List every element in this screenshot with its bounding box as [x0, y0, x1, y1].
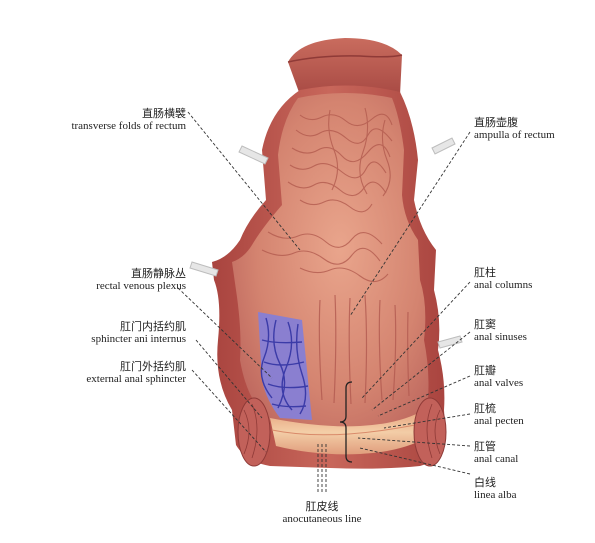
- label-zh: 肛梳: [474, 402, 496, 415]
- label-anal-valves: 肛瓣 anal valves: [474, 364, 523, 390]
- rectum-top-opening: [287, 38, 403, 95]
- external-sphincter-rings: [237, 397, 447, 467]
- rectal-venous-plexus: [258, 312, 312, 420]
- label-en: anal columns: [474, 279, 533, 291]
- label-zh: 肛门内括约肌: [120, 320, 186, 333]
- label-en: anal sinuses: [474, 331, 527, 343]
- label-linea-alba: 白线 linea alba: [474, 476, 516, 502]
- label-en: anal valves: [474, 377, 524, 389]
- label-external-sphincter: 肛门外括约肌 external anal sphincter: [40, 360, 186, 386]
- label-sphincter-internus: 肛门内括约肌 sphincter ani internus: [40, 320, 186, 346]
- label-en: external anal sphincter: [86, 373, 186, 385]
- label-anal-pecten: 肛梳 anal pecten: [474, 402, 524, 428]
- label-zh: 肛柱: [474, 266, 496, 279]
- dissection-pins: [189, 137, 463, 349]
- label-zh: 肛皮线: [305, 500, 339, 513]
- leader-lines: [177, 111, 471, 494]
- label-zh: 肛门外括约肌: [120, 360, 186, 373]
- label-en: anal pecten: [474, 415, 524, 427]
- label-en: rectal venous plexus: [96, 280, 186, 292]
- label-en: ampulla of rectum: [474, 129, 555, 141]
- label-zh: 肛瓣: [474, 364, 496, 377]
- label-transverse-folds: 直肠横襞 transverse folds of rectum: [40, 107, 186, 133]
- label-zh: 直肠壶腹: [474, 116, 518, 129]
- anal-canal-bracket: [339, 381, 353, 463]
- label-venous-plexus: 直肠静脉丛 rectal venous plexus: [40, 267, 186, 293]
- label-en: sphincter ani internus: [91, 333, 186, 345]
- label-anocutaneous-line: 肛皮线 anocutaneous line: [262, 500, 382, 526]
- label-en: anocutaneous line: [282, 513, 362, 525]
- label-ampulla: 直肠壶腹 ampulla of rectum: [474, 116, 555, 142]
- label-zh: 白线: [474, 476, 496, 489]
- label-zh: 直肠横襞: [142, 107, 186, 120]
- label-zh: 肛管: [474, 440, 496, 453]
- rectum-mucosa: [232, 93, 429, 455]
- label-anal-sinuses: 肛窦 anal sinuses: [474, 318, 527, 344]
- label-anal-canal: 肛管 anal canal: [474, 440, 518, 466]
- label-zh: 直肠静脉丛: [131, 267, 186, 280]
- label-en: anal canal: [474, 453, 519, 465]
- label-en: linea alba: [474, 489, 517, 501]
- label-anal-columns: 肛柱 anal columns: [474, 266, 532, 292]
- label-zh: 肛窦: [474, 318, 496, 331]
- label-en: transverse folds of rectum: [71, 120, 186, 132]
